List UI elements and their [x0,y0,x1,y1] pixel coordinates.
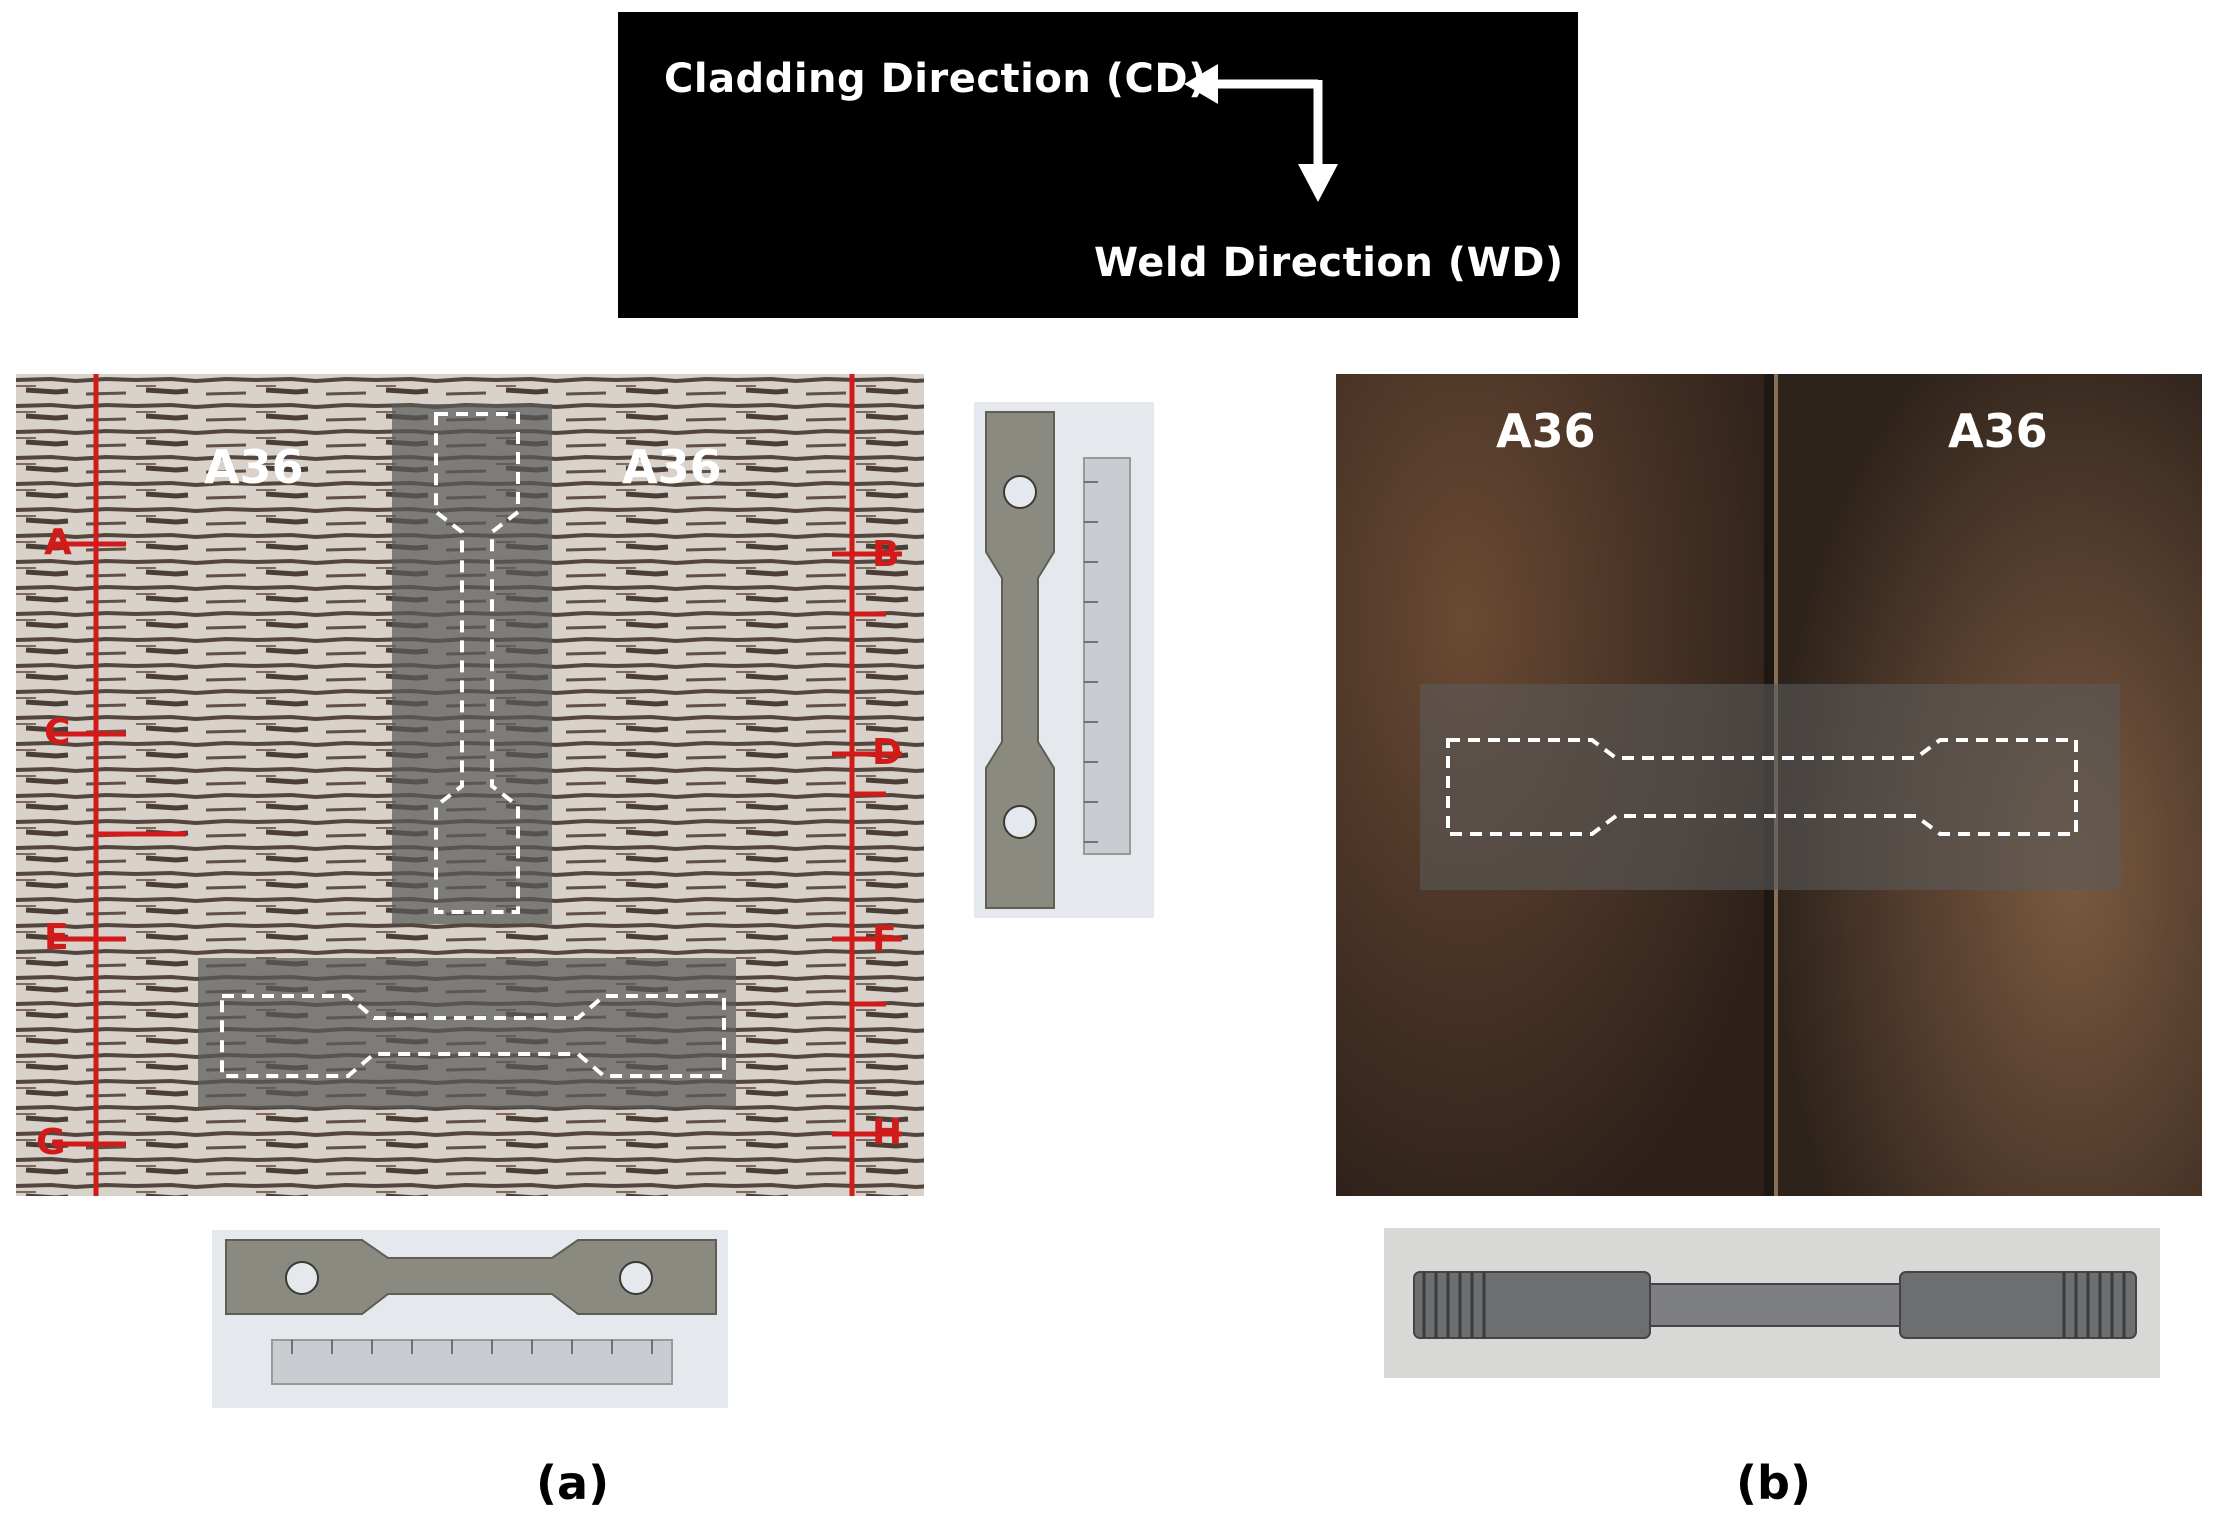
horizontal-specimen-photo [212,1230,728,1408]
direction-arrows-icon [1184,64,1338,202]
flat-tensile-specimen-icon [985,411,1131,909]
plate-label-a36-left: A36 [204,440,304,494]
weld-direction-label: Weld Direction (WD) [1094,240,1564,286]
direction-legend: Cladding Direction (CD) Weld Direction (… [618,12,1578,318]
round-dogbone-outline [1446,738,2078,836]
cladding-direction-label: Cladding Direction (CD) [664,56,1207,102]
vertical-specimen-photo [974,402,1154,918]
caption-a: (a) [536,1456,610,1510]
threaded-round-specimen-icon [1413,1271,2137,1339]
vertical-specimen-overlay [392,404,552,924]
marker-letter-d: D [872,732,902,773]
marker-letter-g: G [36,1122,66,1163]
horizontal-specimen-overlay [1420,684,2120,890]
cladded-plate-photo: A C E G B D F H A36 A36 [16,374,924,1196]
flat-tensile-specimen-horizontal-icon [225,1239,717,1385]
plate-label-a36-left: A36 [1496,404,1596,458]
vertical-dogbone-outline [434,412,520,914]
marker-letter-b: B [872,534,900,575]
horizontal-specimen-overlay [198,958,736,1108]
horizontal-dogbone-outline [220,994,726,1078]
marker-letter-f: F [872,919,897,960]
plate-label-a36-right: A36 [622,440,722,494]
marker-letter-a: A [44,522,72,563]
plate-label-a36-right: A36 [1948,404,2048,458]
welded-plate-photo: A36 A36 [1336,374,2202,1196]
round-specimen-photo [1384,1228,2160,1378]
marker-letter-e: E [44,917,69,958]
marker-letter-c: C [44,712,71,753]
caption-b: (b) [1736,1456,1811,1510]
marker-letter-h: H [872,1112,903,1153]
